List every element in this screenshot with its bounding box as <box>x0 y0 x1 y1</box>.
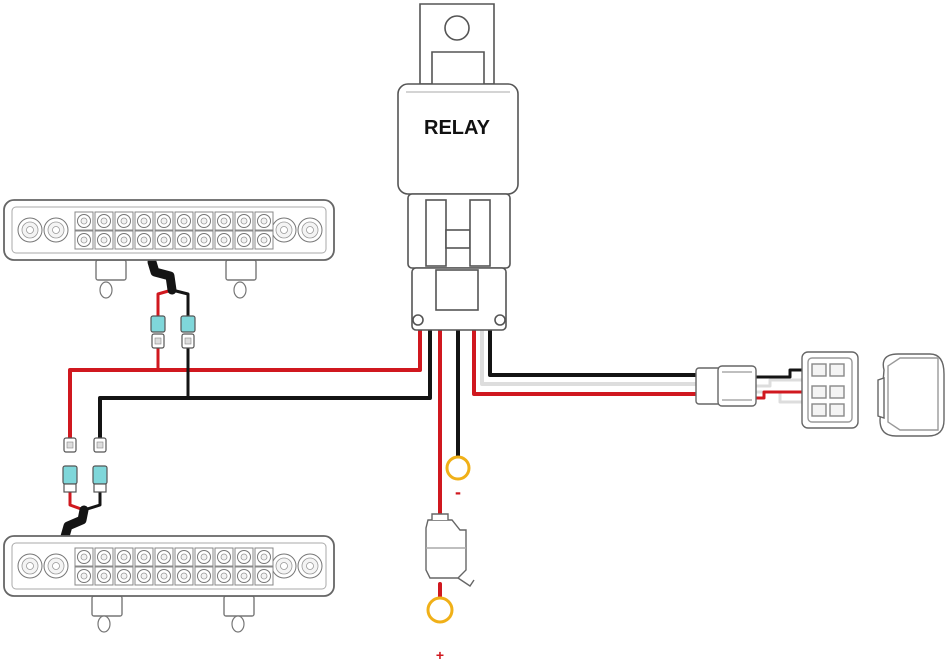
connector-top-red-female <box>150 315 166 333</box>
connector-low-black-female <box>92 465 108 485</box>
relay-tab-hole <box>444 15 470 41</box>
relay: RELAY <box>397 3 519 331</box>
wire-low-cable <box>59 505 89 545</box>
wire-red-bar-feed <box>68 328 422 442</box>
rocker-switch-back <box>801 351 859 429</box>
ground-ring-terminal <box>445 455 471 481</box>
switch-connector <box>695 365 757 407</box>
wire-top-pigtail-red <box>156 288 174 320</box>
light-bar-bottom <box>3 535 335 633</box>
wire-top-pigtail-black <box>170 288 190 320</box>
connector-top-black-female <box>180 315 196 333</box>
wire-sw-red <box>754 390 824 400</box>
rocker-switch-front <box>877 353 945 437</box>
light-bar-top <box>3 199 335 299</box>
relay-body <box>397 83 519 195</box>
wire-low-pigtail-black <box>82 488 102 512</box>
wire-white-switch <box>480 328 700 386</box>
wire-black-switch <box>488 328 700 377</box>
fuse-holder <box>425 513 475 587</box>
positive-label: + <box>436 647 444 660</box>
relay-label: RELAY <box>424 117 491 139</box>
wire-red-switch <box>472 328 700 396</box>
wire-black-bar-ground <box>98 328 432 442</box>
negative-label: - <box>455 482 461 502</box>
positive-terminal: + <box>426 596 454 660</box>
positive-ring-terminal <box>426 596 454 624</box>
connector-low-red-female <box>62 465 78 485</box>
wire-low-pigtail-red <box>68 488 86 512</box>
wires <box>59 257 824 598</box>
ground-terminal: - <box>445 455 471 502</box>
connectors-bottom-bar <box>62 437 108 493</box>
wire-top-cable <box>147 257 177 295</box>
connectors-top-bar <box>150 315 196 349</box>
wire-sw-white-1 <box>754 378 824 388</box>
